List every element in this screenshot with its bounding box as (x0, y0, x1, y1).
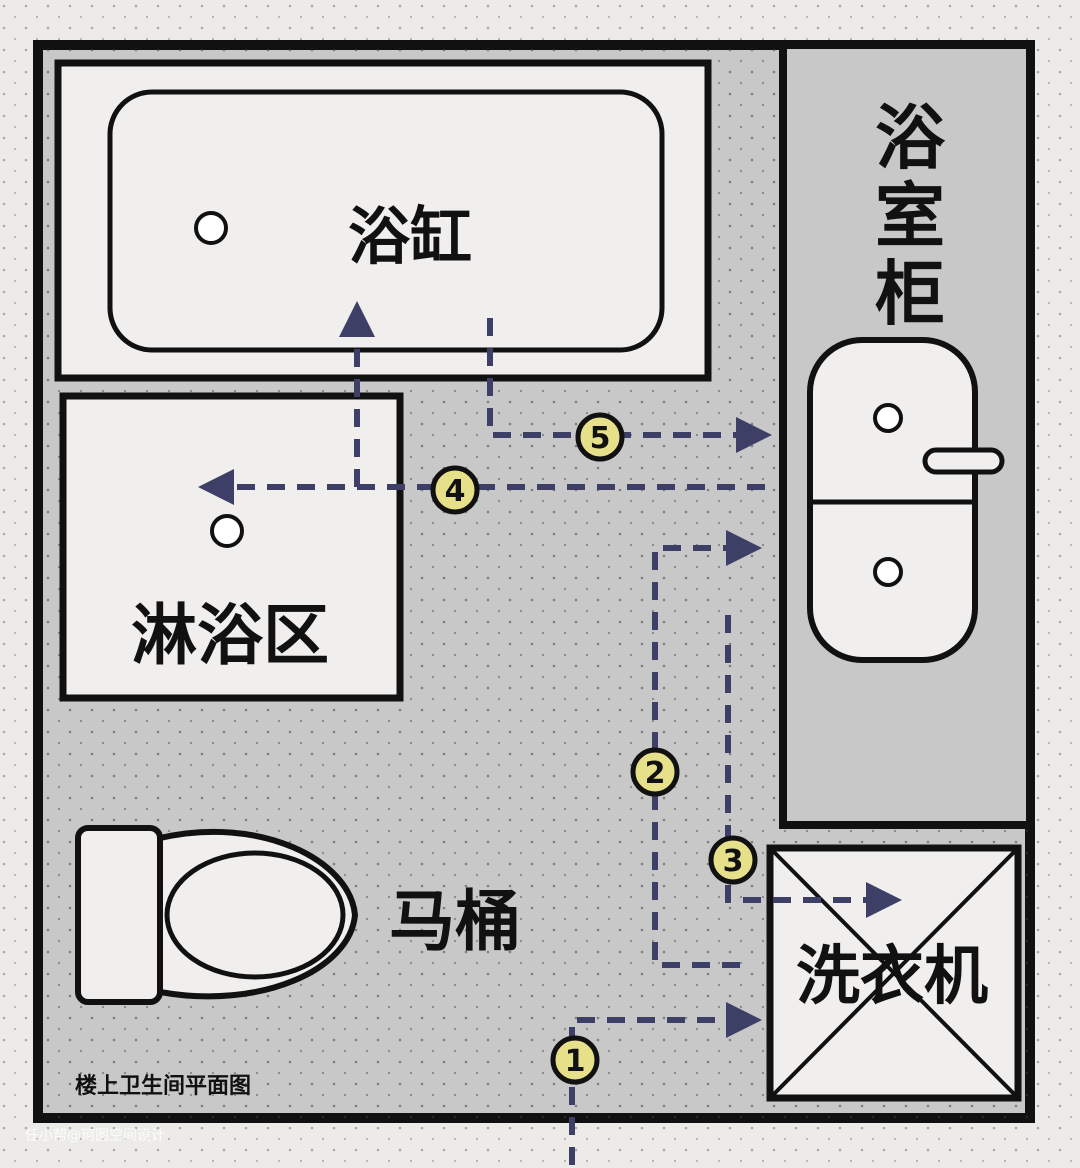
svg-text:4: 4 (445, 474, 466, 509)
sink-drain-icon (873, 403, 903, 433)
vanity-cabinet: 浴 室 柜 (779, 41, 1034, 829)
watermark: 任小帮@珂图空间设计 (25, 1128, 165, 1144)
bathtub-label: 浴缸 (348, 200, 472, 273)
svg-text:5: 5 (590, 421, 611, 456)
route-marker-5: 5 (575, 412, 625, 462)
sink-drain-icon (873, 557, 903, 587)
cabinet-label-char: 室 (875, 175, 945, 257)
shower-drain-icon (210, 514, 244, 548)
route-marker-2: 2 (630, 747, 680, 797)
faucet-handle-icon (922, 447, 1005, 475)
route-marker-1: 1 (550, 1035, 600, 1085)
sink (807, 337, 1005, 663)
shower-area: 淋浴区 (59, 392, 404, 702)
svg-text:1: 1 (565, 1044, 586, 1079)
route-3 (725, 615, 902, 918)
svg-text:2: 2 (645, 756, 666, 791)
shower-label: 淋浴区 (131, 597, 329, 674)
route-marker-4: 4 (430, 465, 480, 515)
bathtub: 浴缸 (54, 59, 712, 382)
washing-machine: 洗衣机 (766, 844, 1022, 1102)
cabinet-label-char: 浴 (875, 97, 946, 179)
route-1 (569, 1002, 762, 1165)
route-2 (652, 530, 762, 968)
route-marker-3: 3 (708, 835, 758, 885)
route-4 (198, 301, 765, 505)
route-5 (487, 318, 772, 453)
bathtub-drain-icon (194, 211, 228, 245)
svg-text:3: 3 (723, 844, 744, 879)
cabinet-label-char: 柜 (875, 253, 945, 335)
toilet: 马桶 (75, 825, 521, 1005)
plan-title: 楼上卫生间平面图 (75, 1074, 251, 1099)
toilet-label: 马桶 (389, 883, 521, 960)
washer-label: 洗衣机 (796, 940, 988, 1014)
